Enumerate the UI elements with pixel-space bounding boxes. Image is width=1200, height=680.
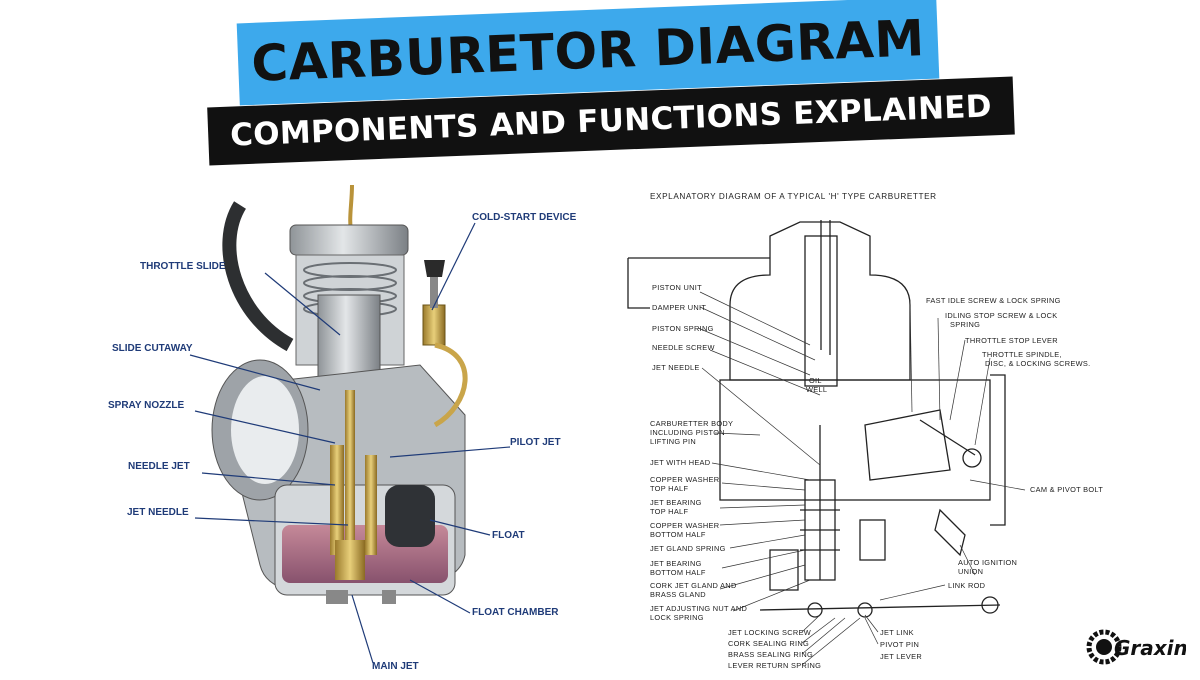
label-lever-return: LEVER RETURN SPRING <box>728 661 821 670</box>
label-jet-link: JET LINK <box>880 628 914 637</box>
cold-start-knob <box>424 260 445 277</box>
cutaway-diagram: COLD-START DEVICE THROTTLE SLIDE SLIDE C… <box>90 184 590 675</box>
label-gland-spring: JET GLAND SPRING <box>650 544 726 553</box>
label-jet-locking-screw: JET LOCKING SCREW <box>728 628 811 637</box>
label-cam-pivot: CAM & PIVOT BOLT <box>1030 485 1103 494</box>
page-title: CARBURETOR DIAGRAM <box>250 9 926 93</box>
technical-leader-lines <box>697 291 1026 666</box>
label-copper-bottom-2: BOTTOM HALF <box>650 530 706 539</box>
label-copper-bottom-1: COPPER WASHER <box>650 521 719 530</box>
label-oil: OIL <box>809 376 822 385</box>
technical-diagram: EXPLANATORY DIAGRAM OF A TYPICAL 'H' TYP… <box>620 180 1120 675</box>
cold-start-part <box>422 304 446 346</box>
label-bearing-bottom-1: JET BEARING <box>650 559 702 568</box>
label-idling-stop-1: IDLING STOP SCREW & LOCK <box>945 311 1057 320</box>
label-cork-sealing: CORK SEALING RING <box>728 639 809 648</box>
label-idling-stop-2: SPRING <box>950 320 980 329</box>
drain-bolt <box>326 590 348 604</box>
label-float: FLOAT <box>492 530 525 541</box>
label-throttle-spindle-1: THROTTLE SPINDLE, <box>982 350 1062 359</box>
label-auto-ignition-2: UNION <box>958 567 983 576</box>
label-pivot-pin: PIVOT PIN <box>880 640 919 649</box>
label-needle-jet: NEEDLE JET <box>128 461 190 472</box>
label-cold-start-device: COLD-START DEVICE <box>472 212 577 223</box>
tire-icon <box>1086 629 1122 665</box>
label-bearing-bottom-2: BOTTOM HALF <box>650 568 706 577</box>
label-bearing-top-1: JET BEARING <box>650 498 702 507</box>
bowl-bolt <box>382 590 396 604</box>
label-damper-unit: DAMPER UNIT <box>652 303 706 312</box>
pilot-jet-part <box>365 455 377 555</box>
cold-start-tube <box>433 342 468 428</box>
vent-hose <box>222 201 294 352</box>
label-bearing-top-2: TOP HALF <box>650 507 688 516</box>
brand-logo-mark: Graxin <box>1086 629 1188 665</box>
label-auto-ignition-1: AUTO IGNITION <box>958 558 1017 567</box>
label-adjusting-nut-2: LOCK SPRING <box>650 613 704 622</box>
label-carb-body-2: INCLUDING PISTON <box>650 428 725 437</box>
label-adjusting-nut-1: JET ADJUSTING NUT AND <box>650 604 747 613</box>
main-jet-part <box>335 540 365 580</box>
leader-lines <box>189 222 511 664</box>
technical-diagram-title: EXPLANATORY DIAGRAM OF A TYPICAL 'H' TYP… <box>650 192 937 201</box>
label-cork-gland-1: CORK JET GLAND AND <box>650 581 737 590</box>
wheel-hub-icon <box>1096 639 1112 655</box>
cold-start-plunger <box>430 270 438 308</box>
cutaway-illustration: COLD-START DEVICE THROTTLE SLIDE SLIDE C… <box>108 184 577 672</box>
label-throttle-spindle-2: DISC, & LOCKING SCREWS. <box>985 359 1090 368</box>
label-copper-top-2: TOP HALF <box>650 484 688 493</box>
label-brass-sealing: BRASS SEALING RING <box>728 650 813 659</box>
label-copper-top-1: COPPER WASHER <box>650 475 719 484</box>
label-jet-needle: JET NEEDLE <box>127 507 189 518</box>
label-piston-unit: PISTON UNIT <box>652 283 702 292</box>
label-cork-gland-2: BRASS GLAND <box>650 590 706 599</box>
technical-illustration: EXPLANATORY DIAGRAM OF A TYPICAL 'H' TYP… <box>627 192 1103 670</box>
label-throttle-stop: THROTTLE STOP LEVER <box>965 336 1058 345</box>
label-jet-with-head: JET WITH HEAD <box>650 458 710 467</box>
label-throttle-slide: THROTTLE SLIDE <box>140 261 226 272</box>
jet-needle-part <box>345 390 355 540</box>
label-pilot-jet: PILOT JET <box>510 437 561 448</box>
needle-jet-part <box>330 445 344 555</box>
label-float-chamber: FLOAT CHAMBER <box>472 607 559 618</box>
label-piston-spring: PISTON SPRING <box>652 324 714 333</box>
label-fast-idle: FAST IDLE SCREW & LOCK SPRING <box>926 296 1061 305</box>
label-link-rod: LINK ROD <box>948 581 985 590</box>
label-carb-body-1: CARBURETTER BODY <box>650 419 733 428</box>
top-cap <box>289 224 409 256</box>
float-part <box>385 485 435 547</box>
label-jet-lever: JET LEVER <box>880 652 922 661</box>
label-carb-body-3: LIFTING PIN <box>650 437 696 446</box>
label-well: WELL <box>806 385 827 394</box>
brand-name: Graxin <box>1114 636 1186 660</box>
label-main-jet: MAIN JET <box>372 661 419 672</box>
intake-bore-inner <box>231 376 299 484</box>
label-needle-screw: NEEDLE SCREW <box>652 343 715 352</box>
label-slide-cutaway: SLIDE CUTAWAY <box>112 343 193 354</box>
brand-logo: Graxin <box>1086 625 1188 669</box>
label-spray-nozzle: SPRAY NOZZLE <box>108 400 184 411</box>
label-jet-needle-tech: JET NEEDLE <box>652 363 700 372</box>
